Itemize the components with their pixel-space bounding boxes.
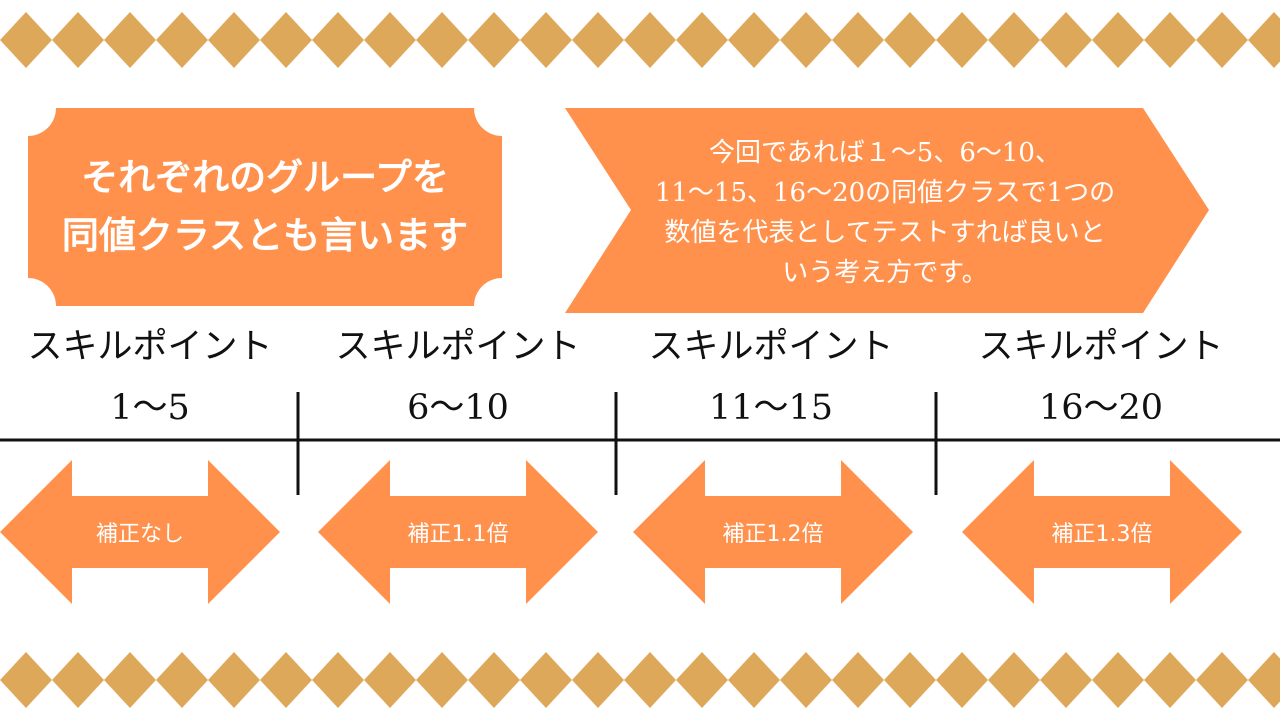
arrow-label: 補正1.2倍	[722, 522, 824, 547]
diamond-ornament	[260, 12, 312, 68]
diamond-ornament	[1144, 12, 1196, 68]
diamond-ornament	[364, 12, 416, 68]
equivalence-class-callout: それぞれのグループを 同値クラスとも言います	[28, 108, 502, 306]
segment-label-2: スキルポイント 6～10	[308, 322, 608, 438]
segment-title: スキルポイント	[335, 327, 581, 367]
segment-label-4: スキルポイント 16～20	[951, 322, 1251, 438]
callout-right-line-3: 数値を代表としてテストすれば良いと	[664, 217, 1106, 248]
diamond-ornament	[884, 12, 936, 68]
diamond-ornament	[104, 12, 156, 68]
diamond-ornament	[1144, 652, 1196, 708]
range-arrow-3: 補正1.2倍	[633, 460, 913, 604]
segment-title: スキルポイント	[648, 327, 894, 367]
diamond-ornament	[468, 652, 520, 708]
diamond-ornament	[832, 12, 884, 68]
diamond-ornament	[416, 12, 468, 68]
segment-range: 1～5	[110, 388, 190, 428]
diamond-ornament	[156, 12, 208, 68]
diamond-ornament	[572, 12, 624, 68]
diamond-ornament	[936, 12, 988, 68]
diamond-ornament	[260, 652, 312, 708]
segment-range: 11～15	[708, 388, 834, 428]
diamond-ornament	[884, 652, 936, 708]
segment-range: 16～20	[1038, 388, 1164, 428]
diamond-ornament	[416, 652, 468, 708]
double-arrow-icon	[318, 460, 598, 604]
double-arrow-icon	[0, 460, 280, 604]
callout-right-line-2: 11～15、16～20の同値クラスで1つの	[654, 177, 1116, 208]
timeline	[0, 392, 1280, 495]
segment-range: 6～10	[407, 388, 509, 428]
diamond-ornament	[520, 652, 572, 708]
diamond-ornament	[780, 12, 832, 68]
diamond-ornament	[676, 12, 728, 68]
diamond-ornament	[1040, 12, 1092, 68]
explanation-callout: 今回であれば１～5、6～10、 11～15、16～20の同値クラスで1つの 数値…	[565, 108, 1209, 313]
diamond-ornament	[988, 12, 1040, 68]
callout-right-line-1: 今回であれば１～5、6～10、	[709, 137, 1061, 168]
double-arrow-icon	[962, 460, 1242, 604]
diamond-ornament	[0, 12, 52, 68]
diamond-ornament	[728, 12, 780, 68]
diamond-ornament	[1196, 652, 1248, 708]
diamond-ornament	[208, 652, 260, 708]
segment-title: スキルポイント	[978, 327, 1224, 367]
diamond-ornament	[208, 12, 260, 68]
equivalence-class-text: それぞれのグループを 同値クラスとも言います	[28, 108, 502, 306]
diamond-ornament	[624, 652, 676, 708]
bottom-diamond-border	[0, 652, 1280, 708]
segment-label-3: スキルポイント 11～15	[621, 322, 921, 438]
ticket-shape	[28, 108, 502, 306]
arrow-label: 補正なし	[95, 522, 184, 547]
explanation-text: 今回であれば１～5、6～10、 11～15、16～20の同値クラスで1つの 数値…	[585, 120, 1185, 305]
diamond-ornament	[1092, 12, 1144, 68]
segment-title: スキルポイント	[27, 327, 273, 367]
diamond-ornament	[468, 12, 520, 68]
diamond-ornament	[52, 12, 104, 68]
range-arrow-4: 補正1.3倍	[962, 460, 1242, 604]
diamond-ornament	[988, 652, 1040, 708]
diamond-ornament	[1040, 652, 1092, 708]
chevron-shape	[565, 108, 1209, 313]
double-arrow-icon	[633, 460, 913, 604]
range-arrow-2: 補正1.1倍	[318, 460, 598, 604]
diamond-ornament	[312, 652, 364, 708]
diamond-ornament	[676, 652, 728, 708]
diamond-ornament	[1248, 12, 1280, 68]
callout-right-line-4: いう考え方です。	[782, 257, 988, 288]
range-arrow-1: 補正なし	[0, 460, 280, 604]
diamond-ornament	[156, 652, 208, 708]
diamond-ornament	[52, 652, 104, 708]
arrow-label: 補正1.1倍	[407, 522, 509, 547]
diamond-ornament	[0, 652, 52, 708]
diamond-ornament	[1196, 12, 1248, 68]
callout-left-line-2: 同値クラスとも言います	[61, 214, 469, 257]
segment-label-1: スキルポイント 1～5	[0, 322, 300, 438]
diamond-ornament	[572, 652, 624, 708]
diamond-ornament	[728, 652, 780, 708]
diamond-ornament	[520, 12, 572, 68]
diamond-ornament	[312, 12, 364, 68]
diamond-ornament	[1248, 652, 1280, 708]
top-diamond-border	[0, 12, 1280, 68]
diamond-ornament	[780, 652, 832, 708]
diamond-ornament	[832, 652, 884, 708]
diamond-ornament	[624, 12, 676, 68]
callout-left-line-1: それぞれのグループを	[81, 156, 449, 199]
diamond-ornament	[1092, 652, 1144, 708]
diamond-ornament	[104, 652, 156, 708]
arrow-label: 補正1.3倍	[1051, 522, 1153, 547]
diamond-ornament	[936, 652, 988, 708]
diamond-ornament	[364, 652, 416, 708]
